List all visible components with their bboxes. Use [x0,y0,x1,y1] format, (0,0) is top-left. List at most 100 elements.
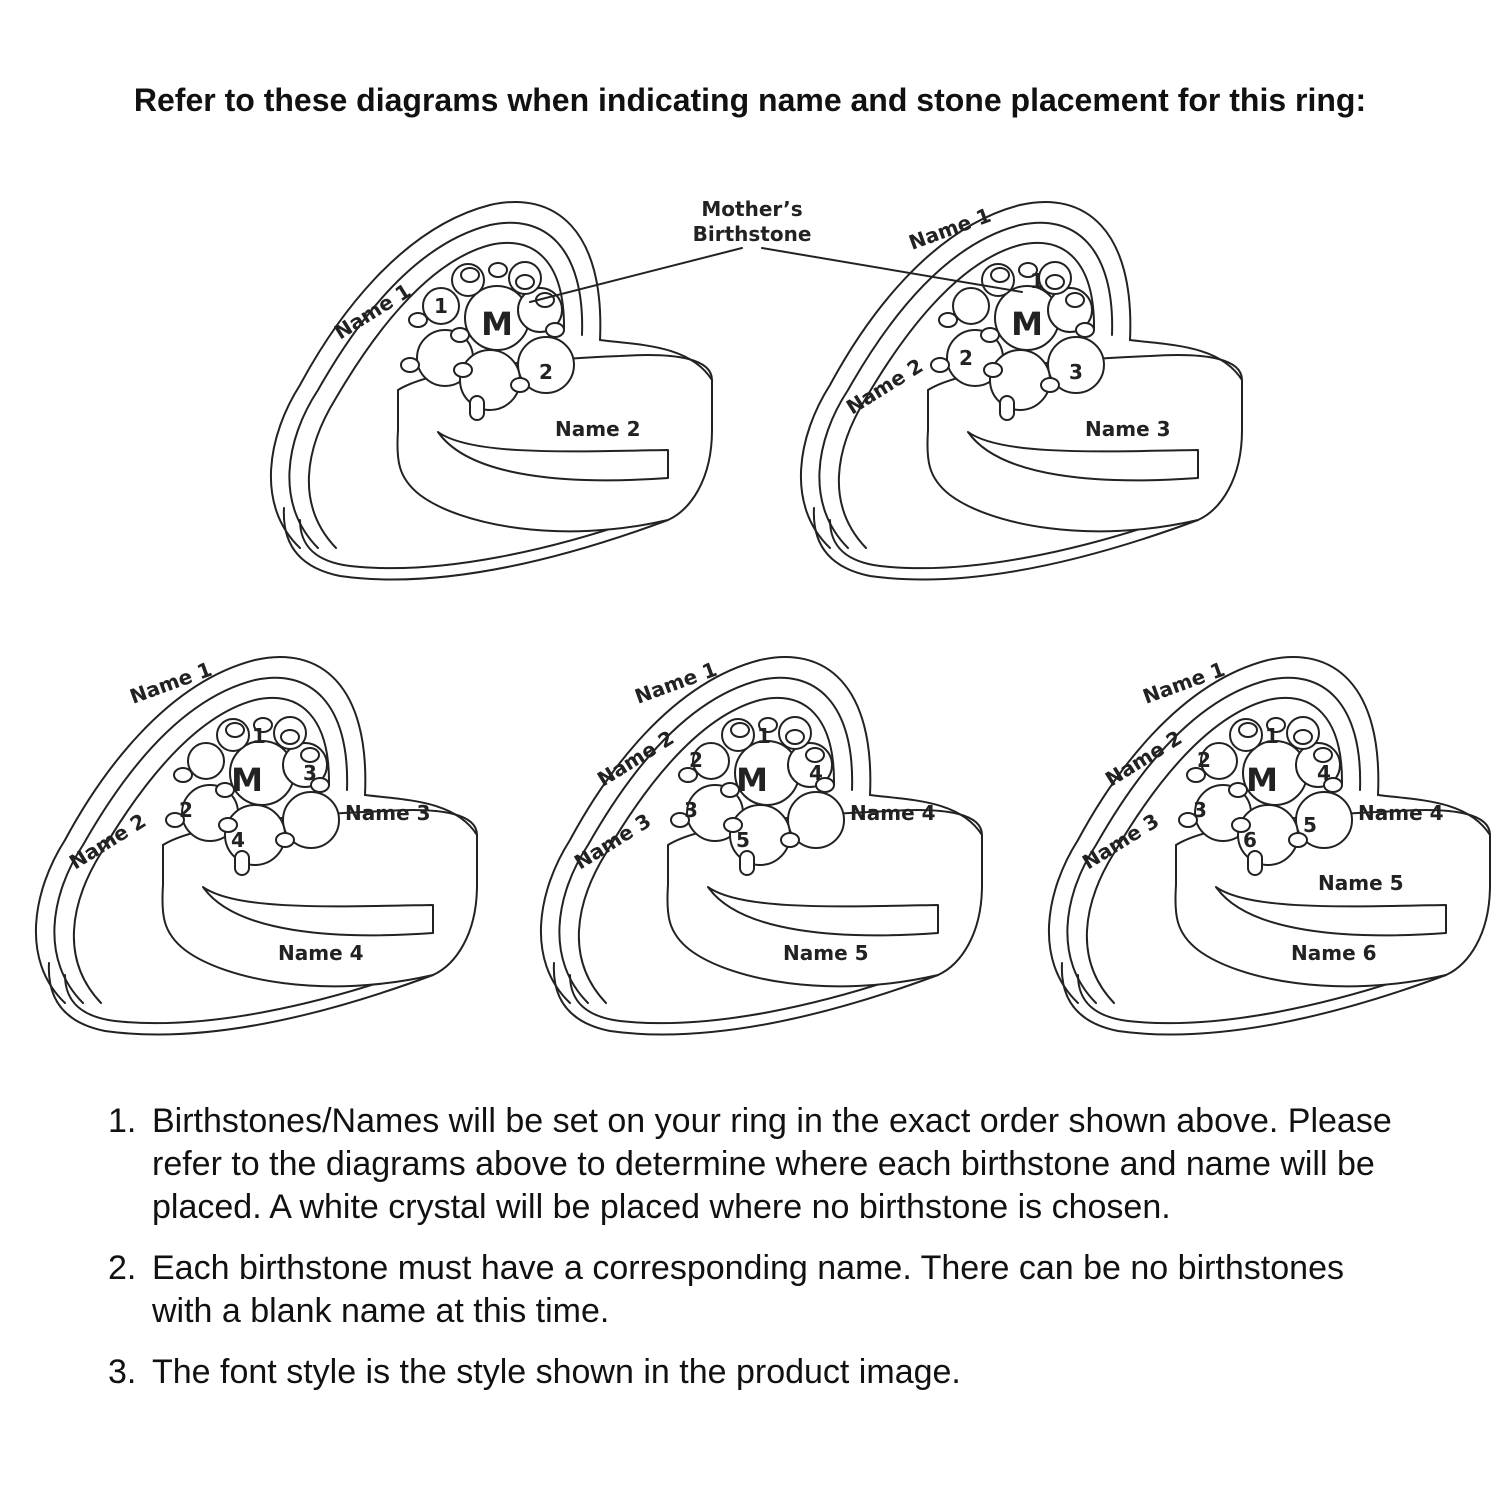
band-base-inner [299,511,661,570]
stone-prong [1238,722,1258,738]
stone-prong [1313,747,1333,763]
stone-cluster [1178,716,1353,876]
stone-prong [990,267,1010,283]
stone-setting [422,287,460,325]
instruction-number: 2. [108,1249,137,1287]
front-band-groove [202,886,434,937]
stone-number: 2 [689,748,703,772]
stone-number: 3 [1193,798,1207,822]
mothers-stone-label: M [736,761,768,799]
instruction-item: 3.The font style is the style shown in t… [108,1351,1408,1394]
front-band-edge [1377,794,1491,836]
front-band-groove [707,886,939,937]
stone-prong [678,767,698,783]
band-outer [1048,655,1380,1004]
stone-setting [989,349,1051,411]
stone-number: 1 [434,294,448,318]
name-label: Name 3 [345,801,431,825]
stone-cluster [930,261,1105,421]
stone-prong [1293,729,1313,745]
front-band-edge [599,339,713,381]
instruction-number: 1. [108,1102,137,1140]
stone-number: 6 [1243,828,1257,852]
stone-prong [310,777,330,793]
band-base-inner [64,966,426,1025]
stone-prong [400,357,420,373]
stone-prong [983,362,1003,378]
stone-number: 2 [539,360,553,384]
stone-prong [545,322,565,338]
name-label: Name 4 [1358,801,1444,825]
ring-diagram [1048,655,1491,1036]
ring-diagram [540,655,983,1036]
stone-number: 4 [809,761,823,785]
mothers-stone-label: M [1011,305,1043,343]
band-inner-2 [73,697,331,1004]
stone-setting [1047,336,1105,394]
name-label: Name 4 [278,941,364,965]
stone-prong [275,832,295,848]
stone-prong [215,782,235,798]
stone-setting [787,791,845,849]
stone-prong [1178,812,1198,828]
stone-number: 1 [757,724,771,748]
stone-prong [1266,717,1286,733]
stone-prong [469,395,485,421]
instruction-text: The font style is the style shown in the… [152,1353,961,1391]
name-label: Name 1 [906,203,995,255]
stone-number: 2 [179,798,193,822]
stone-prong [1228,782,1248,798]
stone-prong [670,812,690,828]
stone-prong [510,377,530,393]
stone-prong [1065,292,1085,308]
stone-prong [453,362,473,378]
stone-prong [460,267,480,283]
stone-prong [805,747,825,763]
band-inner-2 [1086,697,1344,1004]
mothers-stone-label: M [231,761,263,799]
stone-prong [938,312,958,328]
stone-prong [1045,274,1065,290]
instruction-item: 2.Each birthstone must have a correspond… [108,1247,1408,1333]
band-inner-1 [288,221,584,549]
stone-number: 3 [684,798,698,822]
stone-prong [723,817,743,833]
stone-number: 4 [231,828,245,852]
stone-number: 1 [1030,269,1044,293]
front-band-groove [437,431,669,482]
name-label: Name 6 [1291,941,1377,965]
stone-number: 1 [252,724,266,748]
band-outer [35,655,367,1004]
band-inner-1 [53,676,349,1004]
stone-number: 5 [736,828,750,852]
stone-prong [173,767,193,783]
name-label: Name 4 [850,801,936,825]
stone-prong [1040,377,1060,393]
stone-setting [187,742,225,780]
stone-setting [1200,742,1238,780]
stone-prong [758,717,778,733]
mothers-stone-label: M [1246,761,1278,799]
stone-cluster [670,716,845,876]
stone-prong [1186,767,1206,783]
stone-number: 2 [1197,748,1211,772]
stone-number: 5 [1303,813,1317,837]
band-base [812,507,1199,581]
page-heading: Refer to these diagrams when indicating … [133,82,1367,118]
instruction-item: 1.Birthstones/Names will be set on your … [108,1100,1408,1229]
name-label: Name 1 [1140,657,1229,709]
band-outer [800,200,1132,549]
front-band-edge [869,794,983,836]
stone-prong [780,832,800,848]
stone-setting [282,791,340,849]
stone-prong [720,782,740,798]
ring-diagram [270,200,713,581]
band-outer [270,200,602,549]
stone-prong [1288,832,1308,848]
stone-setting [1295,791,1353,849]
front-band-edge [364,794,478,836]
stone-prong [785,729,805,745]
stone-prong [253,717,273,733]
